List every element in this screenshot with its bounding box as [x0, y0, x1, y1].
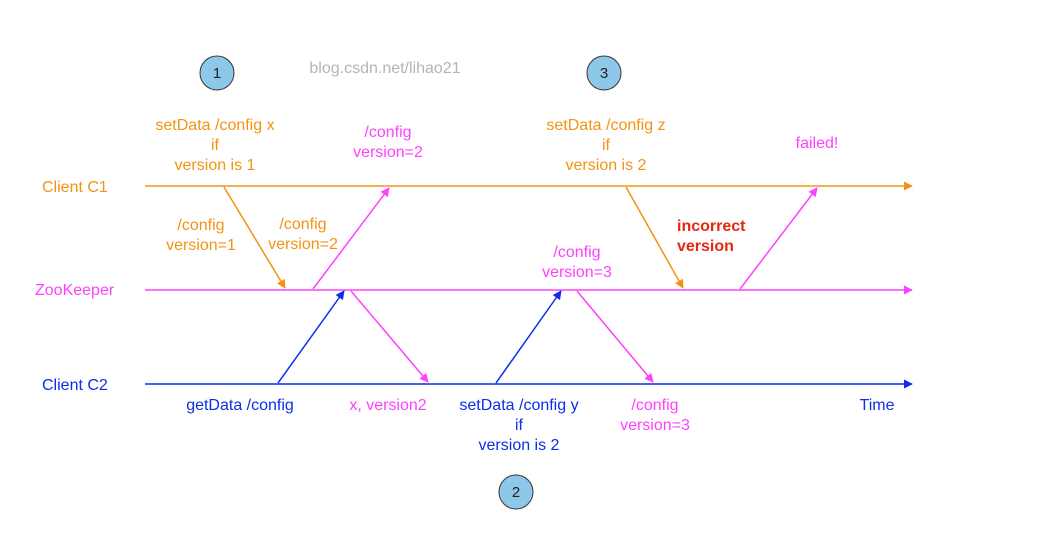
message-zk-response-c2-v3	[576, 290, 654, 383]
label-request-version1-line2: version=1	[166, 237, 236, 254]
message-c2-getdata	[277, 290, 345, 384]
label-zk-version2-line2: version=2	[268, 236, 338, 253]
label-zk-version2: /config version=2	[268, 216, 338, 253]
step-2-badge: 2	[498, 474, 534, 510]
label-setdata-x-line2: if	[211, 137, 220, 154]
label-c1-version2-line1: /config	[364, 124, 411, 141]
message-c1-setdata-x	[223, 186, 286, 289]
label-setdata-x-line1: setData /config x	[155, 117, 274, 134]
label-incorrect-version-line2: version	[677, 238, 734, 255]
step-2-number: 2	[512, 484, 520, 501]
message-c1-setdata-z	[625, 186, 684, 289]
label-setdata-y-line2: if	[515, 417, 524, 434]
label-setdata-y: setData /config y if version is 2	[459, 397, 578, 454]
label-c2-version3: /config version=3	[620, 397, 690, 434]
message-c2-setdata-y	[495, 290, 562, 384]
label-x-version2: x, version2	[349, 397, 426, 414]
label-request-version1-line1: /config	[177, 217, 224, 234]
label-zk-version3-line2: version=3	[542, 264, 612, 281]
label-setdata-x-line3: version is 1	[175, 157, 256, 174]
label-incorrect-version-line1: incorrect	[677, 218, 746, 235]
label-failed: failed!	[796, 135, 839, 152]
label-c1-version2-line2: version=2	[353, 144, 423, 161]
lane-label-zookeeper: ZooKeeper	[35, 282, 115, 299]
label-request-version1: /config version=1	[166, 217, 236, 254]
label-setdata-x: setData /config x if version is 1	[155, 117, 274, 174]
step-1-number: 1	[213, 65, 221, 82]
watermark-text: blog.csdn.net/lihao21	[309, 60, 460, 77]
label-c1-version2: /config version=2	[353, 124, 423, 161]
label-c2-version3-line2: version=3	[620, 417, 690, 434]
label-setdata-y-line1: setData /config y	[459, 397, 578, 414]
lane-label-client-c2: Client C2	[42, 377, 108, 394]
label-setdata-z: setData /config z if version is 2	[546, 117, 665, 174]
label-setdata-z-line2: if	[602, 137, 611, 154]
label-incorrect-version: incorrect version	[677, 218, 746, 255]
label-time: Time	[860, 397, 895, 414]
message-zk-failed-c1	[739, 187, 818, 290]
message-zk-response-c1	[312, 187, 390, 290]
label-c2-version3-line1: /config	[631, 397, 678, 414]
label-setdata-y-line3: version is 2	[479, 437, 560, 454]
step-3-badge: 3	[586, 55, 622, 91]
label-zk-version2-line1: /config	[279, 216, 326, 233]
lane-label-client-c1: Client C1	[42, 179, 108, 196]
label-setdata-z-line3: version is 2	[566, 157, 647, 174]
label-getdata: getData /config	[186, 397, 294, 414]
label-zk-version3: /config version=3	[542, 244, 612, 281]
label-zk-version3-line1: /config	[553, 244, 600, 261]
label-setdata-z-line1: setData /config z	[546, 117, 665, 134]
step-3-number: 3	[600, 65, 608, 82]
message-zk-response-c2-x	[350, 290, 429, 383]
step-1-badge: 1	[199, 55, 235, 91]
